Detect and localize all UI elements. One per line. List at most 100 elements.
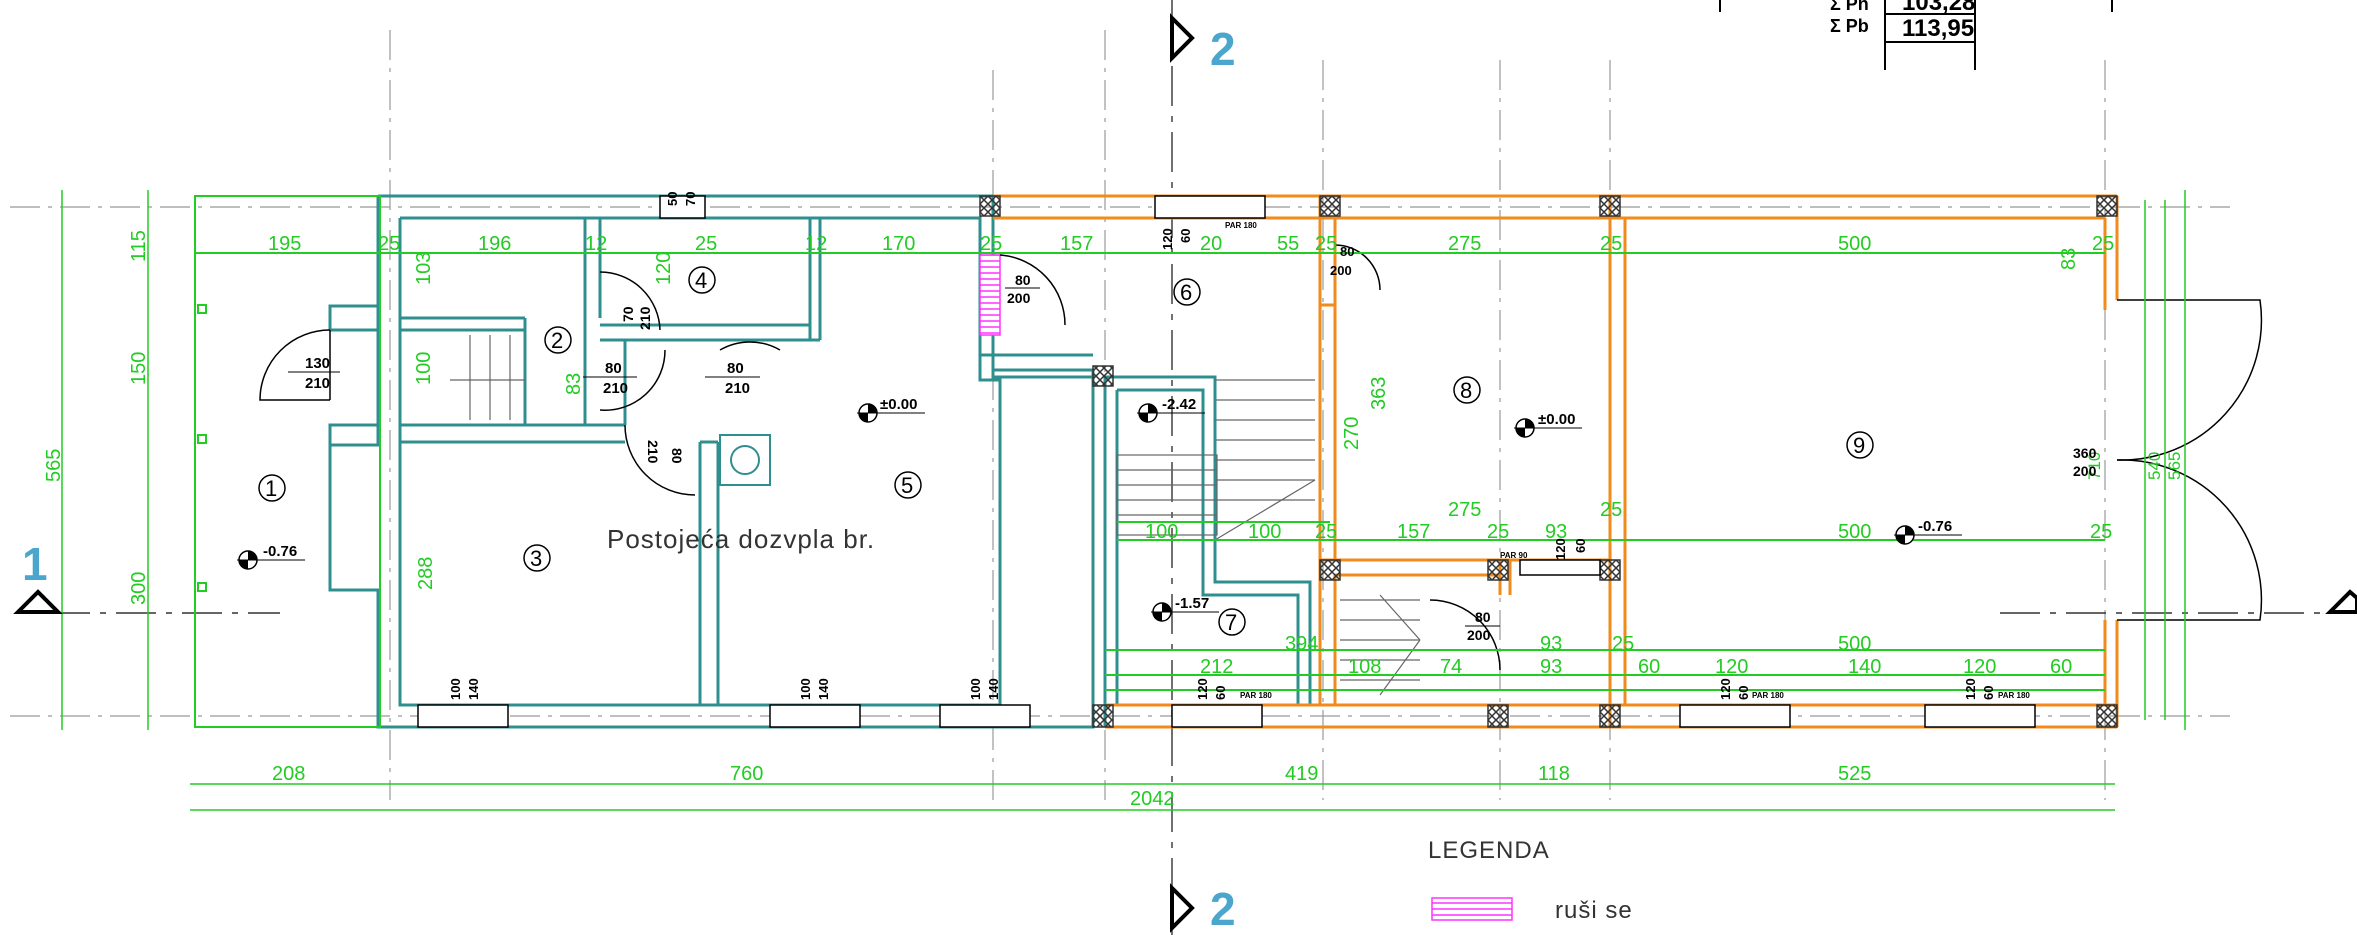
door-80f-w: 80 bbox=[669, 448, 685, 464]
dim-bottom-2: 419 bbox=[1285, 763, 1318, 785]
door-80b-h: 210 bbox=[725, 380, 750, 397]
dims-inner-vertical: 103 100 288 83 120 363 270 83 bbox=[413, 248, 2080, 590]
win-120d-w: 120 bbox=[1718, 678, 1733, 700]
dim-top-2: 196 bbox=[478, 233, 511, 255]
door-80f-h: 210 bbox=[645, 440, 661, 464]
room-marker-8: 8 bbox=[1453, 376, 1481, 404]
win-120a-w: 120 bbox=[1160, 228, 1175, 250]
dim-inner-0: 103 bbox=[413, 252, 435, 285]
summary-label-pn: Σ Pn bbox=[1830, 0, 1869, 14]
dim-low-7: 140 bbox=[1848, 656, 1881, 678]
level-room9: -0.76 bbox=[1918, 518, 1952, 535]
door-80e-w: 80 bbox=[1475, 609, 1491, 625]
room-number-4: 4 bbox=[695, 268, 707, 293]
door-swings bbox=[259, 244, 2263, 671]
dim-right-2: 565 bbox=[2165, 452, 2184, 480]
existing-walls bbox=[328, 194, 1312, 729]
dim-low-6: 120 bbox=[1715, 656, 1748, 678]
dim-low-5: 60 bbox=[1638, 656, 1660, 678]
dim-top-8: 157 bbox=[1060, 233, 1093, 255]
chimney bbox=[719, 434, 771, 486]
door-360-w: 360 bbox=[2073, 445, 2097, 461]
dim-bottom-1: 760 bbox=[730, 763, 763, 785]
room-number-6: 6 bbox=[1180, 280, 1192, 305]
dim-top-5: 12 bbox=[805, 233, 827, 255]
room-number-5: 5 bbox=[901, 473, 913, 498]
win-100b-h: 140 bbox=[816, 678, 831, 700]
win-120a-h: 60 bbox=[1178, 229, 1193, 243]
dim-left-2: 565 bbox=[43, 449, 65, 482]
dim-inner-5: 363 bbox=[1368, 377, 1390, 410]
section-label-left-1: 1 bbox=[22, 538, 48, 590]
level-marker-room5: ±0.00 bbox=[857, 396, 925, 423]
dimension-lines bbox=[61, 190, 2186, 811]
room-marker-2: 2 bbox=[544, 326, 572, 354]
dim-total: 2042 bbox=[1130, 788, 1175, 810]
door-130-h: 210 bbox=[305, 375, 330, 392]
dim-mid-4: 25 bbox=[1487, 521, 1509, 543]
dim-mid-3: 157 bbox=[1397, 521, 1430, 543]
section-label-bottom-2: 2 bbox=[1210, 883, 1236, 935]
door-80c-w: 80 bbox=[1015, 272, 1031, 288]
dim-top-14: 500 bbox=[1838, 233, 1871, 255]
door-70-h: 210 bbox=[637, 306, 653, 330]
level-markers: -0.76 ±0.00 -2.42 -1.57 ±0.00 -0.76 bbox=[237, 396, 1962, 622]
summary-label-pb: Σ Pb bbox=[1830, 16, 1869, 36]
door-labels: 130 210 80 210 80 210 80 200 80 200 80 2… bbox=[288, 244, 2097, 643]
win-120b-w: 120 bbox=[1195, 678, 1210, 700]
legend-title: LEGENDA bbox=[1428, 837, 1550, 864]
dim-mid-1: 100 bbox=[1248, 521, 1281, 543]
door-130-w: 130 bbox=[305, 355, 330, 372]
door-80c-h: 200 bbox=[1007, 290, 1031, 306]
window-labels: 50 70 120 60 PAR 180 100 140 100 140 100… bbox=[448, 192, 2030, 700]
room-number-7: 7 bbox=[1225, 610, 1237, 635]
room-marker-4: 4 bbox=[688, 266, 716, 294]
dim-inner-7: 83 bbox=[2058, 248, 2080, 270]
dims-low: 212 394 108 74 93 60 120 140 120 60 25 5… bbox=[1200, 633, 2072, 678]
dim-bottom-3: 118 bbox=[1538, 763, 1570, 785]
door-80a-h: 210 bbox=[603, 380, 628, 397]
area-summary-table: Σ Pn 103,28 Σ Pb 113,95 bbox=[1719, 0, 2113, 70]
win-100b-w: 100 bbox=[798, 678, 813, 700]
room-marker-9: 9 bbox=[1846, 431, 1874, 459]
section-marker-left-1: 1 bbox=[13, 538, 63, 614]
dim-mid-5: 93 bbox=[1545, 521, 1567, 543]
door-80d-h: 200 bbox=[1330, 263, 1352, 278]
level-room7a: -2.42 bbox=[1162, 396, 1196, 413]
dim-top-7: 25 bbox=[980, 233, 1002, 255]
dim-left-1: 150 bbox=[128, 352, 150, 385]
dim-inner-6: 270 bbox=[1341, 417, 1363, 450]
win-100a-h: 140 bbox=[466, 678, 481, 700]
dim-low-10: 25 bbox=[1612, 633, 1634, 655]
door-80d-w: 80 bbox=[1340, 244, 1354, 259]
dim-right-0: 710 bbox=[2085, 452, 2104, 480]
dim-top-11: 25 bbox=[1315, 233, 1337, 255]
door-360-h: 200 bbox=[2073, 463, 2097, 479]
plot-boundary bbox=[194, 195, 2105, 728]
door-80a-w: 80 bbox=[605, 360, 622, 377]
win-100a-w: 100 bbox=[448, 678, 463, 700]
room-number-9: 9 bbox=[1853, 433, 1865, 458]
win-50-h: 70 bbox=[683, 192, 698, 206]
win-par-label-c: PAR 180 bbox=[1752, 691, 1784, 700]
section-marker-top-2: 2 bbox=[1170, 13, 1236, 75]
dim-top-3: 12 bbox=[585, 233, 607, 255]
win-120c-w: 120 bbox=[1553, 538, 1568, 560]
dim-low-3: 74 bbox=[1440, 656, 1462, 678]
plan-note-existing-permit: Postojeća dozvpla br. bbox=[607, 524, 875, 554]
dim-top-4: 25 bbox=[695, 233, 717, 255]
room-marker-1: 1 bbox=[258, 474, 286, 502]
dim-low-12: 93 bbox=[1540, 633, 1562, 655]
room-number-1: 1 bbox=[265, 476, 277, 501]
win-120e-w: 120 bbox=[1963, 678, 1978, 700]
dim-low-8: 120 bbox=[1963, 656, 1996, 678]
dims-bottom: 208 760 419 118 525 2042 bbox=[272, 763, 1871, 810]
dim-top-13: 25 bbox=[1600, 233, 1622, 255]
win-120e-h: 60 bbox=[1981, 686, 1996, 700]
dim-low-0: 212 bbox=[1200, 656, 1233, 678]
dim-top-15: 25 bbox=[2092, 233, 2114, 255]
dim-low-2: 108 bbox=[1348, 656, 1381, 678]
summary-value-pn: 103,28 bbox=[1902, 0, 1975, 16]
dim-inner-1: 100 bbox=[413, 352, 435, 385]
